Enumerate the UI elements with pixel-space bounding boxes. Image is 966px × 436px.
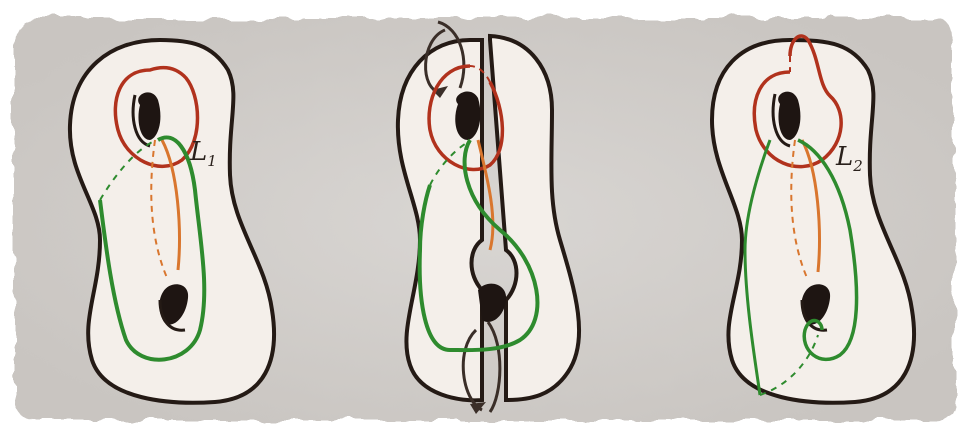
upper-hole [778,92,800,140]
upper-hole [138,92,160,140]
